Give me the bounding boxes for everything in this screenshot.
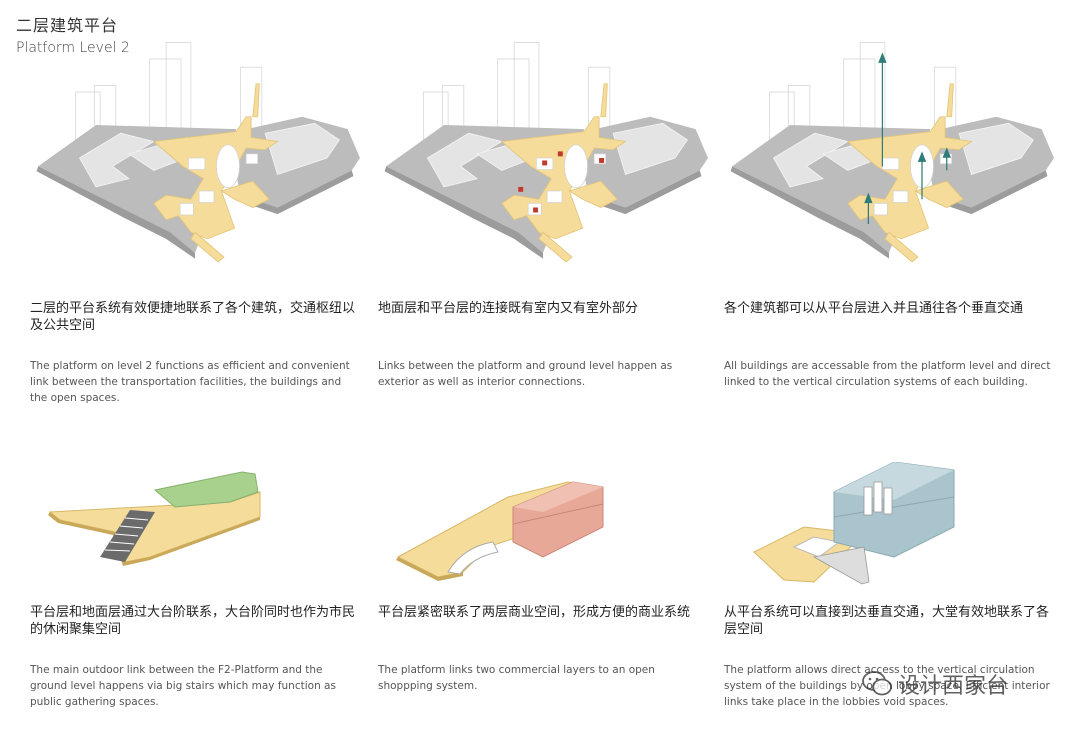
page-header: 二层建筑平台 Platform Level 2 [16, 12, 130, 56]
caption-en: The platform on level 2 functions as eff… [30, 360, 350, 404]
page-subtitle: Platform Level 2 [16, 40, 130, 56]
connection-marker [542, 160, 548, 166]
caption-zh: 二层的平台系统有效便捷地联系了各个建筑，交通枢纽以及公共空间 [30, 301, 356, 333]
caption-en: The platform links two commercial layers… [378, 664, 655, 692]
tower-block [833, 462, 955, 558]
connection-marker [518, 186, 524, 192]
watermark-text: 设计西家台 [898, 674, 1009, 699]
caption-en: Links between the platform and ground le… [378, 360, 673, 388]
caption-en: The main outdoor link between the F2-Pla… [30, 664, 336, 708]
caption-zh: 各个建筑都可以从平台层进入并且通往各个垂直交通 [724, 301, 1024, 316]
caption-zh: 平台层紧密联系了两层商业空间，形成方便的商业系统 [378, 605, 691, 620]
lobby-access-diagram [753, 462, 955, 585]
stairs-icon [100, 510, 155, 562]
commercial-block [512, 481, 604, 558]
page-title: 二层建筑平台 [16, 18, 119, 35]
platform-overview-diagram [36, 42, 360, 263]
big-stairs-diagram [48, 471, 261, 566]
connection-marker [599, 158, 605, 163]
caption-en: All buildings are accessable from the pl… [724, 360, 1051, 388]
caption-zh: 地面层和平台层的连接既有室内又有室外部分 [378, 301, 639, 316]
panel-ground-connections: 地面层和平台层的连接既有室内又有室外部分 Links between the p… [378, 28, 708, 408]
caption-zh: 从平台系统可以直接到达垂直交通，大堂有效地联系了各层空间 [724, 605, 1050, 637]
panel-commercial-layers: 平台层紧密联系了两层商业空间，形成方便的商业系统 The platform li… [378, 462, 708, 722]
panel-platform-overview: 二层的平台系统有效便捷地联系了各个建筑，交通枢纽以及公共空间 The platf… [30, 28, 360, 408]
core-icon [863, 481, 893, 516]
commercial-layers-diagram [396, 481, 604, 581]
panel-vertical-circulation: 各个建筑都可以从平台层进入并且通往各个垂直交通 All buildings ar… [724, 28, 1054, 408]
caption-zh: 平台层和地面层通过大台阶联系，大台阶同时也作为市民的休闲聚集空间 [30, 605, 356, 637]
connection-marker [557, 151, 563, 157]
connection-marker [533, 207, 539, 213]
vertical-circulation-diagram [730, 42, 1054, 263]
wechat-icon [862, 671, 892, 696]
ground-connections-diagram [384, 42, 708, 263]
panel-lobby-access: 从平台系统可以直接到达垂直交通，大堂有效地联系了各层空间 The platfor… [724, 462, 1054, 722]
watermark: 设计西家台 [862, 668, 1008, 700]
panel-big-stairs: 平台层和地面层通过大台阶联系，大台阶同时也作为市民的休闲聚集空间 The mai… [30, 462, 360, 722]
